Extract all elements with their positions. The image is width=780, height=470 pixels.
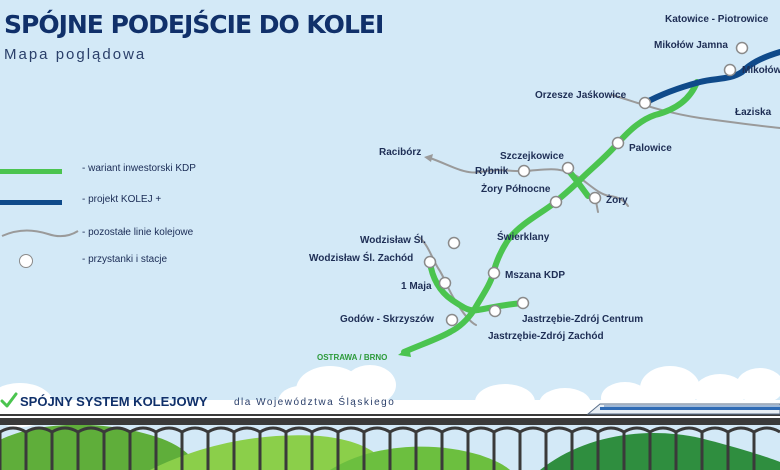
viaduct-piers: [0, 426, 780, 470]
page-title: SPÓJNE PODEJŚCIE DO KOLEI: [4, 10, 384, 39]
viaduct-arch: [362, 426, 391, 470]
viaduct-arch: [128, 426, 157, 470]
kdp-green-line: [401, 79, 700, 355]
stop-szczejkowice: [561, 161, 575, 175]
ostrawa-arrow: [398, 347, 411, 357]
viaduct-arch: [648, 426, 677, 470]
viaduct-arch: [570, 426, 599, 470]
viaduct-arch: [700, 426, 729, 470]
viaduct-arch: [102, 426, 131, 470]
footer-subtitle: dla Województwa Śląskiego: [234, 397, 396, 408]
legend-label: - projekt KOLEJ +: [82, 194, 162, 205]
viaduct-arch: [284, 426, 313, 470]
label-mikolow: Mikołów: [742, 65, 780, 76]
legend-item-other-lines: - pozostałe linie kolejowe: [0, 224, 260, 244]
stop-wodzislaw-zachod: [423, 255, 437, 269]
viaduct-arch: [336, 426, 365, 470]
stop-orzesze: [638, 96, 652, 110]
station-dots: [423, 41, 749, 327]
viaduct-arch: [388, 426, 417, 470]
viaduct-arch: [466, 426, 495, 470]
viaduct-arch: [50, 426, 79, 470]
viaduct-arch: [726, 426, 755, 470]
stop-wodzislaw: [447, 236, 461, 250]
other-rail-lines: [419, 94, 780, 326]
legend-label: - przystanki i stacje: [82, 254, 168, 265]
stop-mikolow: [723, 63, 737, 77]
stop-godow: [445, 313, 459, 327]
label-orzesze: Orzesze Jaśkowice: [535, 90, 627, 101]
label-rybnik: Rybnik: [475, 166, 509, 177]
station-labels: Katowice - Piotrowice Mikołów Jamna Miko…: [309, 14, 780, 362]
label-mszana: Mszana KDP: [505, 270, 565, 281]
legend-label: - pozostałe linie kolejowe: [82, 227, 194, 238]
viaduct-arch: [180, 426, 209, 470]
label-swierklany: Świerklany: [497, 230, 550, 243]
stop-mszana: [487, 266, 501, 280]
stop-mikolow-jamna: [735, 41, 749, 55]
label-godow: Godów - Skrzyszów: [340, 314, 434, 325]
stop-jastrzebie-centrum: [516, 296, 530, 310]
stop-zory: [588, 191, 602, 205]
viaduct-arch: [76, 426, 105, 470]
label-jastrzebie-zachod: Jastrzębie-Zdrój Zachód: [488, 331, 604, 342]
label-1-maja: 1 Maja: [401, 281, 432, 292]
viaduct-arch: [440, 426, 469, 470]
legend-label: - wariant inwestorski KDP: [82, 163, 196, 174]
viaduct-arch: [414, 426, 443, 470]
label-zory-polnocne: Żory Północne: [481, 182, 551, 195]
stop-jastrzebie-zachod: [488, 304, 502, 318]
hills: [0, 424, 780, 470]
legend-item-stops: - przystanki i stacje: [0, 251, 260, 271]
stop-zory-polnocne: [549, 195, 563, 209]
green-line-icon: [0, 169, 62, 174]
viaduct-arch: [752, 426, 780, 470]
legend-item-kdp: - wariant inwestorski KDP: [0, 160, 260, 180]
viaduct: [0, 414, 780, 425]
legend-item-kolej-plus: - projekt KOLEJ +: [0, 191, 260, 211]
footer-title: SPÓJNY SYSTEM KOLEJOWY: [20, 394, 208, 409]
label-jastrzebie-centrum: Jastrzębie-Zdrój Centrum: [522, 314, 643, 325]
viaduct-arch: [0, 426, 27, 470]
label-laziska: Łaziska: [735, 107, 772, 118]
label-katowice-piotrowice: Katowice - Piotrowice: [665, 14, 769, 25]
page-subtitle: Mapa poglądowa: [4, 46, 147, 63]
gray-line-icon: [1, 229, 79, 238]
checkmark-icon: [0, 392, 18, 408]
viaduct-arch: [258, 426, 287, 470]
label-raciborz: Racibórz: [379, 147, 421, 158]
viaduct-arch: [206, 426, 235, 470]
label-wodzislaw-zachod: Wodzisław Śl. Zachód: [309, 251, 413, 264]
label-zory: Żory: [606, 193, 628, 206]
kolej-plus-blue-line: [642, 49, 780, 106]
label-szczejkowice: Szczejkowice: [500, 151, 564, 162]
label-palowice: Palowice: [629, 143, 672, 154]
train: [586, 403, 780, 415]
label-wodzislaw: Wodzisław Śl.: [360, 233, 426, 246]
raciborz-arrow: [424, 154, 433, 162]
viaduct-arch: [232, 426, 261, 470]
viaduct-arch: [24, 426, 53, 470]
viaduct-arch: [154, 426, 183, 470]
viaduct-arch: [518, 426, 547, 470]
stop-palowice: [611, 136, 625, 150]
viaduct-arch: [622, 426, 651, 470]
stop-circle-icon: [19, 254, 33, 268]
label-mikolow-jamna: Mikołów Jamna: [654, 40, 728, 51]
viaduct-arch: [492, 426, 521, 470]
viaduct-arch: [596, 426, 625, 470]
blue-line-icon: [0, 200, 62, 205]
stop-1-maja: [438, 276, 452, 290]
label-direction-ostrawa: OSTRAWA / BRNO: [317, 353, 387, 362]
viaduct-arch: [544, 426, 573, 470]
stop-rybnik: [517, 164, 531, 178]
viaduct-arch: [674, 426, 703, 470]
viaduct-arch: [310, 426, 339, 470]
